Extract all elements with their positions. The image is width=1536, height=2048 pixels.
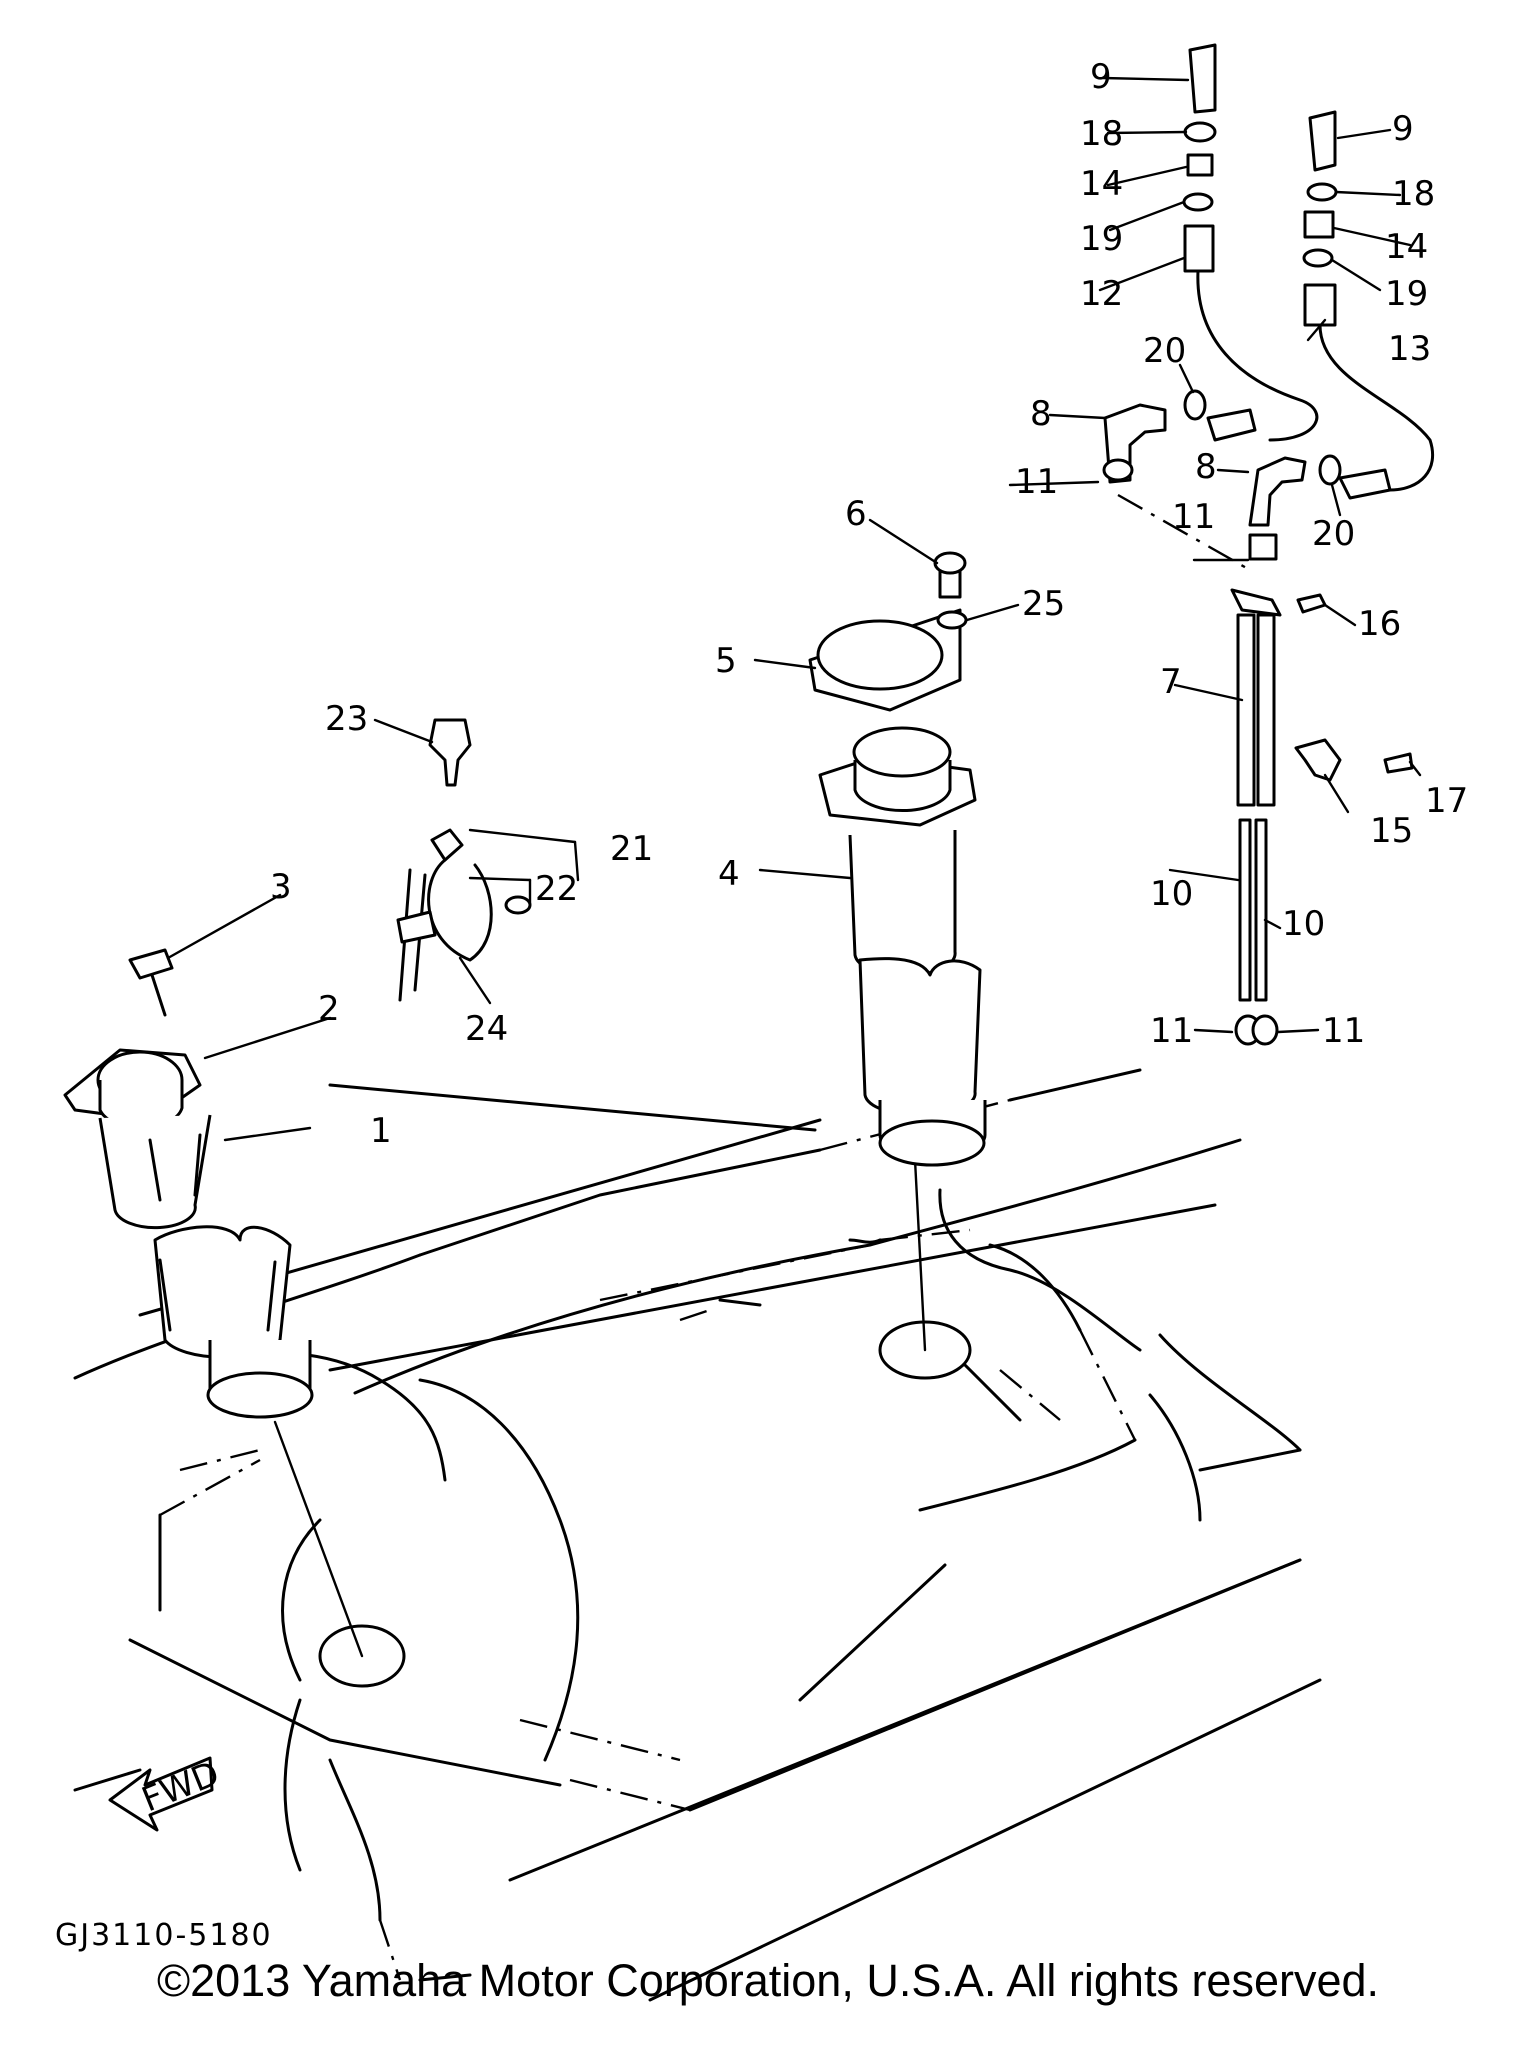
callout-11a: 11 (1015, 462, 1058, 502)
callout-17: 17 (1425, 781, 1468, 821)
callout-16: 16 (1358, 604, 1401, 644)
callout-1: 1 (370, 1111, 392, 1151)
callout-15: 15 (1370, 811, 1413, 851)
callout-13: 13 (1388, 329, 1431, 369)
callout-11c: 11 (1150, 1011, 1193, 1051)
callout-7: 7 (1160, 662, 1182, 702)
callout-19a: 19 (1080, 219, 1123, 259)
callout-25: 25 (1022, 584, 1065, 624)
callout-21: 21 (610, 829, 653, 869)
callout-4: 4 (718, 854, 740, 894)
filler-neck-center (808, 551, 987, 1352)
direction-label: FWD (136, 1754, 225, 1821)
callout-6: 6 (845, 494, 867, 534)
copyright-notice: ©2013 Yamaha Motor Corporation, U.S.A. A… (156, 1955, 1380, 2006)
drawing-code: GJ3110-5180 (55, 1918, 273, 1953)
callout-10a: 10 (1150, 874, 1193, 914)
callout-19b: 19 (1385, 274, 1428, 314)
forward-arrow: FWD (108, 1754, 225, 1832)
breather-hoses (1102, 43, 1435, 1046)
callout-20b: 20 (1312, 514, 1355, 554)
hull-outline (73, 1068, 1322, 2002)
callout-22: 22 (535, 869, 578, 909)
callout-8a: 8 (1030, 394, 1052, 434)
callout-20a: 20 (1143, 331, 1186, 371)
callout-18b: 18 (1392, 174, 1435, 214)
callout-8b: 8 (1195, 447, 1217, 487)
callout-5: 5 (715, 641, 737, 681)
callout-14b: 14 (1385, 227, 1428, 267)
callout-11d: 11 (1322, 1011, 1365, 1051)
callout-14a: 14 (1080, 164, 1123, 204)
leader-lines (166, 76, 1422, 1142)
callout-23: 23 (325, 699, 368, 739)
callout-24: 24 (465, 1009, 508, 1049)
callout-12: 12 (1080, 274, 1123, 314)
callout-9b: 9 (1392, 109, 1414, 149)
callout-3: 3 (270, 867, 292, 907)
filler-neck-left (63, 948, 364, 1658)
callout-18a: 18 (1080, 114, 1123, 154)
callout-11b: 11 (1172, 497, 1215, 537)
callout-2: 2 (318, 989, 340, 1029)
clamp-assembly (396, 718, 532, 1002)
callout-labels: 1 2 3 4 5 6 7 8 8 9 9 10 10 11 11 11 11 … (270, 57, 1468, 1151)
callout-10b: 10 (1282, 904, 1325, 944)
callout-9a: 9 (1090, 57, 1112, 97)
